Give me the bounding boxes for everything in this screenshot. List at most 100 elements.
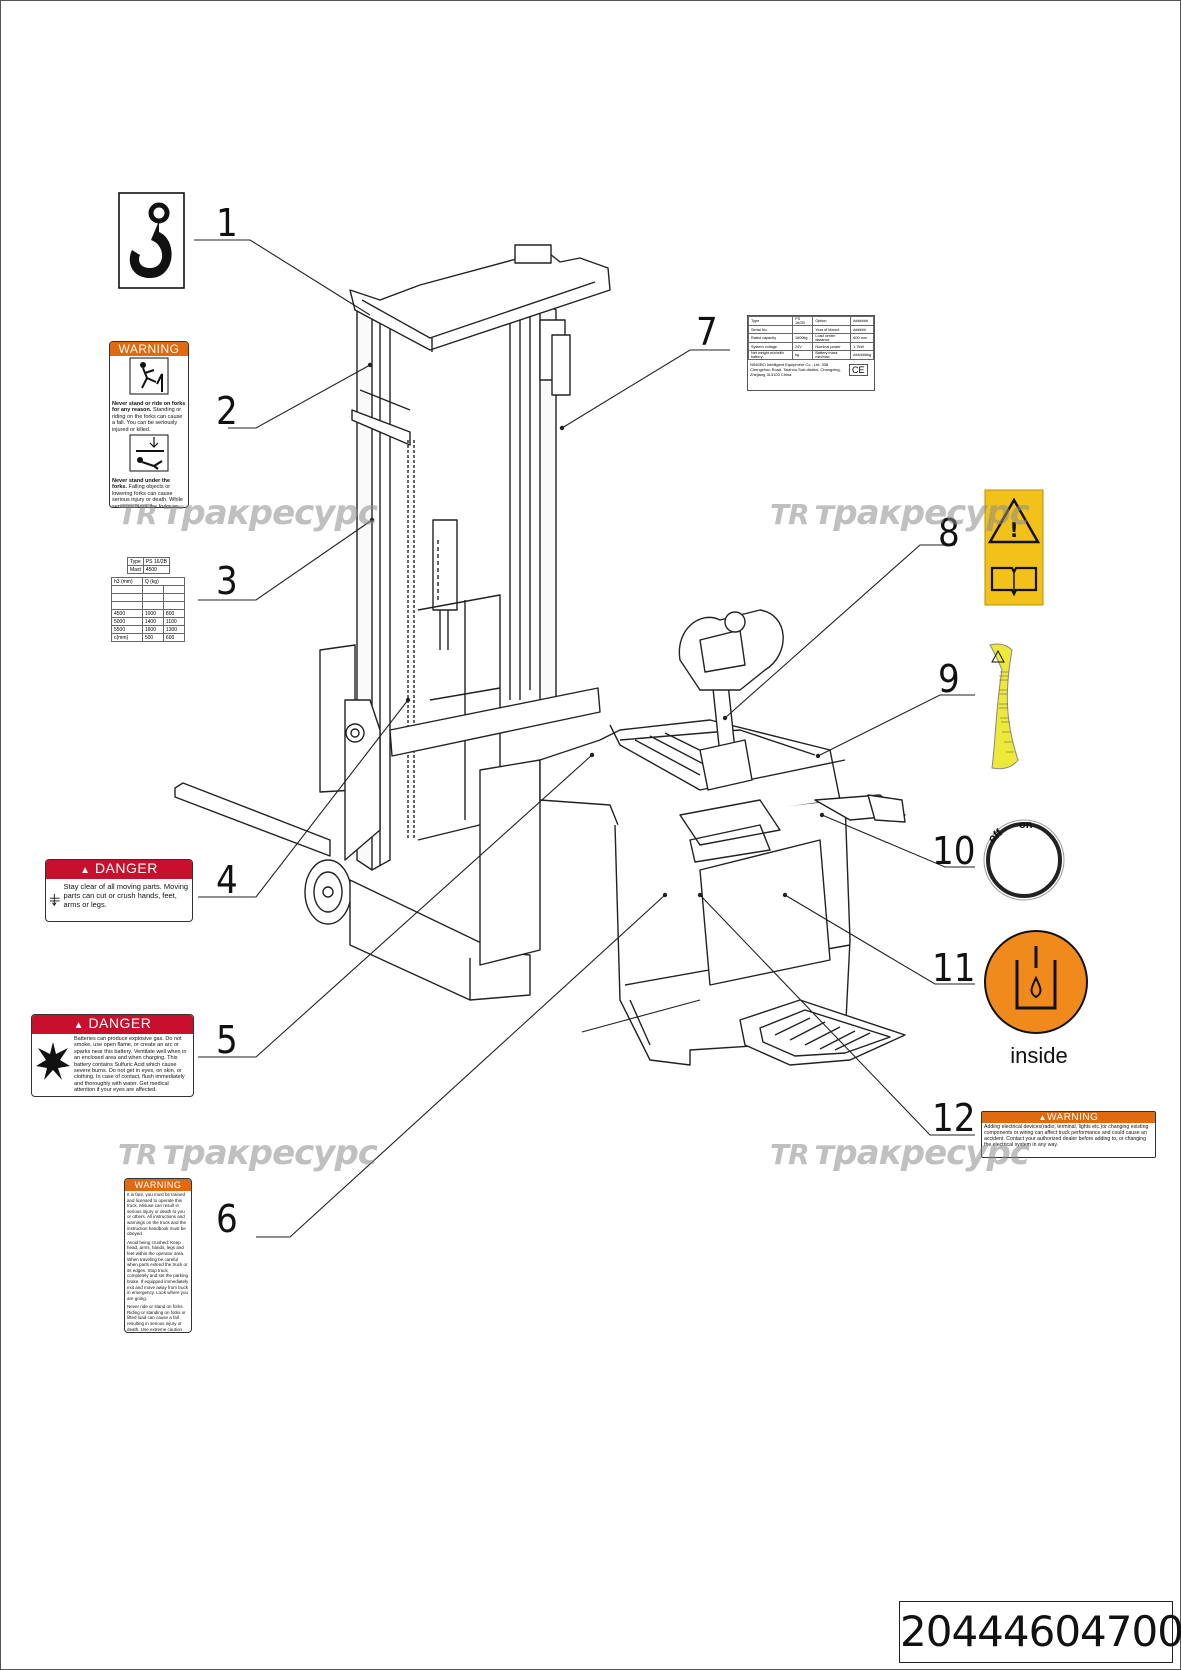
callout-2: 2	[216, 389, 238, 433]
watermark-text: тракресурс	[162, 493, 378, 533]
danger-moving-text: Stay clear of all moving parts. Moving p…	[63, 882, 189, 909]
table-cell: 800	[162, 609, 186, 618]
table-cell: Nominal power	[812, 342, 852, 351]
callout-7: 7	[696, 310, 718, 354]
table-cell: Net weight w/o/with battery	[747, 350, 794, 360]
callout-1: 1	[216, 201, 238, 245]
table-cell: Load center distance	[812, 333, 852, 343]
warn-text-2: Standing or riding on the forks can caus…	[112, 407, 183, 433]
table-cell: 500	[141, 633, 164, 642]
warning-electrical-text: Adding electrical devices(radio, termina…	[984, 1124, 1149, 1148]
table-cell: PS 16/2B	[792, 316, 814, 326]
warning-header-text: WARNING	[1046, 1112, 1099, 1123]
table-cell: ###/###kg	[850, 350, 874, 360]
hydraulic-oil-label: inside	[984, 930, 1088, 1068]
watermark-text: тракресурс	[814, 493, 1030, 533]
col-q: Q (kg)	[141, 577, 186, 586]
hand-crush-icon	[49, 893, 60, 907]
callout-6: 6	[216, 1197, 238, 1241]
watermark-logo: TR	[118, 1138, 158, 1171]
table-cell: 600	[162, 633, 186, 642]
table-cell: 5000	[111, 617, 143, 626]
type-value: PS 16/2B	[142, 557, 170, 566]
table-cell: 1000	[141, 609, 164, 618]
inside-text: inside	[1010, 1043, 1067, 1068]
table-cell: Year of Manuf.	[812, 325, 852, 334]
table-cell: c(mm)	[111, 633, 143, 642]
warning-electrical-label: ▲WARNING Adding electrical devices(radio…	[981, 1111, 1156, 1158]
operator-text-3: Never ride or stand on forks. Riding or …	[127, 1304, 186, 1332]
oil-drop-icon	[1030, 975, 1042, 999]
part-number: 204446047001	[899, 1601, 1181, 1663]
watermark-logo: TR	[770, 1138, 810, 1171]
danger-battery-label: ▲ DANGER Batteries can produce explosive…	[31, 1014, 194, 1097]
book-icon	[990, 566, 1038, 597]
table-cell: 1300	[162, 625, 186, 634]
hook-label	[118, 192, 185, 289]
hook-icon	[129, 221, 172, 278]
warn-text-5: While servicing block the forks so they …	[112, 497, 183, 508]
callout-4: 4	[216, 858, 238, 902]
table-cell: 1100	[162, 617, 186, 626]
warning-header: WARNING	[125, 1179, 191, 1191]
mast-label: Mast	[127, 565, 144, 574]
callout-5: 5	[216, 1018, 238, 1062]
table-cell	[792, 325, 814, 334]
oil-tank-icon	[1015, 960, 1057, 1010]
watermark-text: тракресурс	[814, 1133, 1030, 1173]
table-cell: kg	[792, 350, 814, 360]
person-crush-icon	[129, 434, 169, 472]
table-cell: ######	[850, 325, 874, 334]
svg-text:!: !	[1009, 518, 1018, 542]
danger-header: ▲ DANGER	[32, 1015, 193, 1034]
danger-battery-text: Batteries can produce explosive gas. Do …	[74, 1036, 187, 1094]
table-cell: #######	[850, 316, 874, 326]
warning-operator-label: WARNING It is fare, you must be trained …	[124, 1178, 192, 1333]
watermark-logo: TR	[770, 498, 810, 531]
col-h: h3 (mm)	[111, 577, 143, 586]
key-switch-label: off on	[983, 819, 1065, 901]
read-manual-label: !	[984, 489, 1044, 606]
danger-moving-parts-label: ▲ DANGER Stay clear of all moving parts.…	[45, 859, 193, 922]
danger-header-text: DANGER	[88, 1015, 152, 1031]
callout-8: 8	[938, 511, 960, 555]
warn-text-3: Never stand under the forks.	[112, 478, 171, 491]
warn-text-4: Falling objects or lowering forks can ca…	[112, 484, 173, 504]
callout-3: 3	[216, 559, 238, 603]
mast-value: 4500	[142, 565, 170, 574]
manufacturer-text: NINGBO Intelligent Equipment Co., Ltd. 3…	[750, 362, 841, 377]
danger-header: ▲ DANGER	[46, 860, 192, 879]
caution-yellow-label	[989, 643, 1019, 770]
warning-triangle-icon	[987, 497, 1041, 544]
watermark-text: тракресурс	[162, 1133, 378, 1173]
operator-text-2: Avoid being crushed. Keep head, arms, ha…	[127, 1239, 189, 1301]
warning-triangle-icon	[991, 649, 1005, 663]
callout-10: 10	[932, 829, 976, 873]
table-cell: 600 mm	[850, 333, 874, 343]
table-cell: 4500	[111, 609, 143, 618]
table-cell: 24V	[792, 342, 814, 351]
type-label: Type	[127, 557, 144, 566]
ce-mark: CE	[849, 363, 868, 376]
person-fall-icon	[129, 357, 169, 395]
callout-11: 11	[932, 946, 976, 990]
danger-header-text: DANGER	[94, 860, 158, 876]
switch-on-label: on	[1019, 819, 1033, 831]
table-cell: 5500	[111, 625, 143, 634]
watermark-logo: TR	[118, 498, 158, 531]
table-cell: System voltage	[747, 342, 794, 351]
callout-9: 9	[938, 657, 960, 701]
table-cell: 1600	[141, 625, 164, 634]
warning-fall-label: WARNING Never stand or ride on forks for…	[109, 341, 189, 508]
explosion-icon	[36, 1042, 70, 1080]
warning-header: WARNING	[110, 342, 188, 356]
